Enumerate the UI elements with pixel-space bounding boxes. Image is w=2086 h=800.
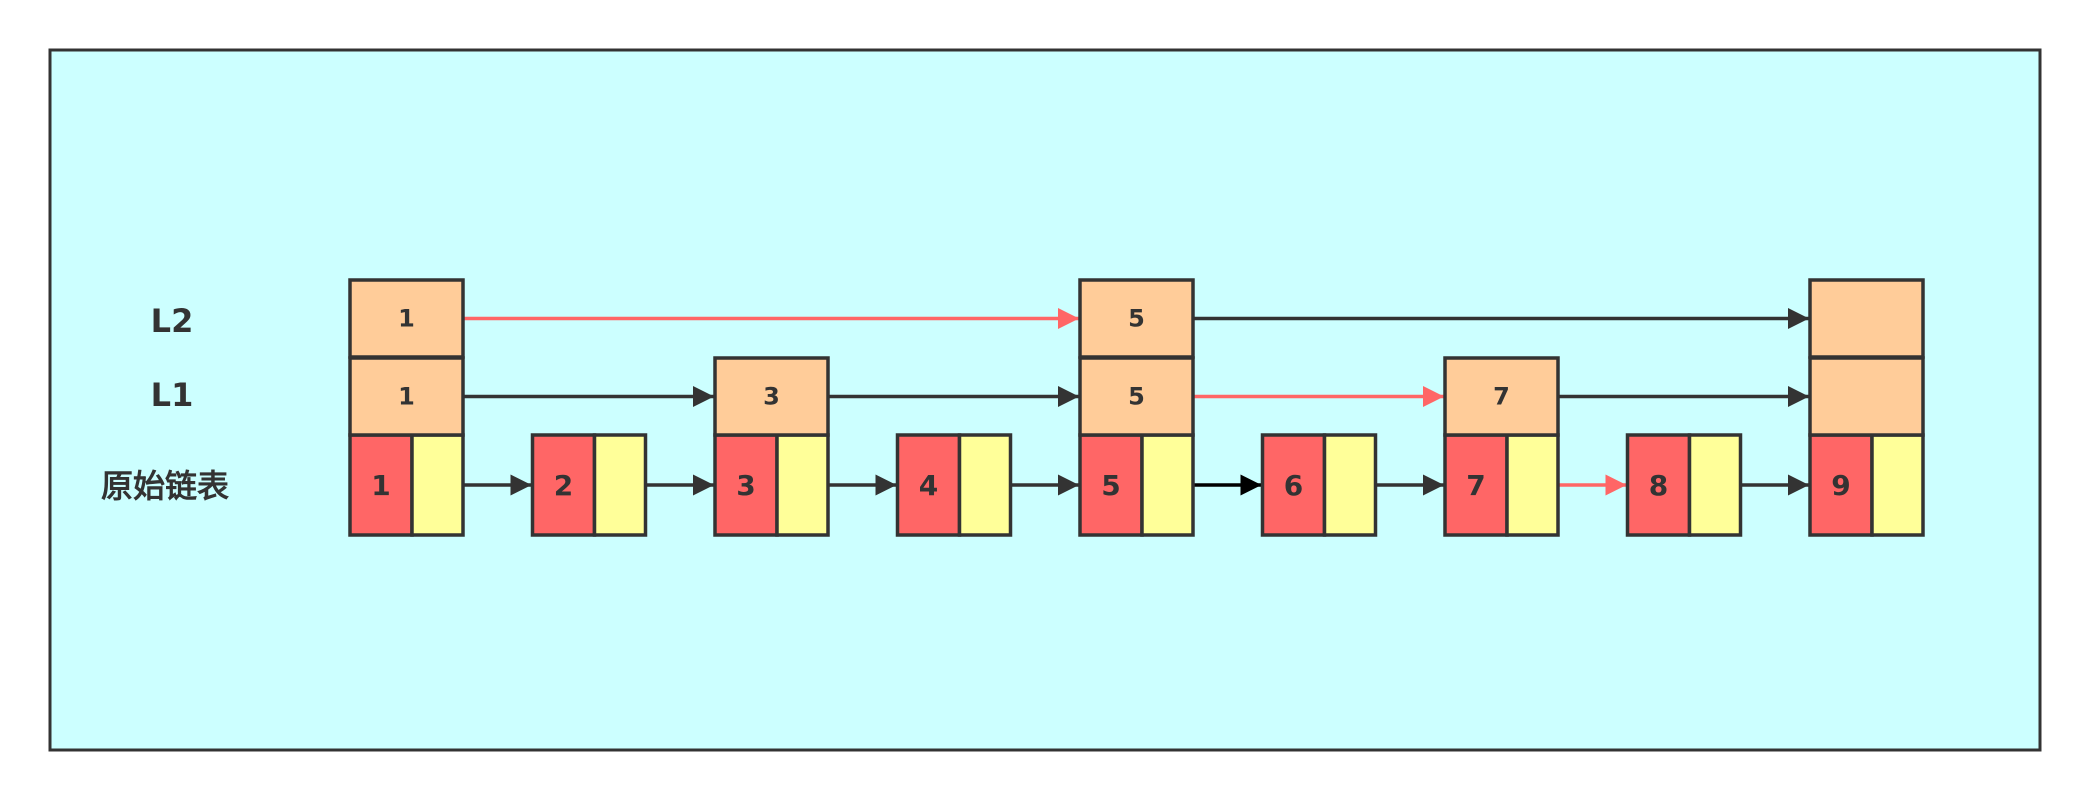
node-pointer-cell bbox=[1687, 433, 1743, 537]
node-pointer-cell bbox=[1505, 433, 1560, 537]
base-list-node: 8 bbox=[1625, 433, 1743, 537]
node-value-label: 3 bbox=[736, 469, 755, 502]
row-label-base-list: 原始链表 bbox=[101, 467, 229, 505]
level1-index-node: 7 bbox=[1443, 356, 1560, 437]
base-list-node: 6 bbox=[1260, 433, 1378, 537]
node-value-label: 7 bbox=[1466, 469, 1485, 502]
row-label-l1: L1 bbox=[151, 376, 194, 414]
index-node-label: 5 bbox=[1128, 383, 1145, 411]
index-node-box bbox=[1443, 356, 1560, 437]
node-value-label: 8 bbox=[1649, 469, 1668, 502]
node-value-label: 2 bbox=[554, 469, 573, 502]
index-node-box bbox=[1078, 278, 1195, 359]
index-node-box bbox=[348, 356, 465, 437]
row-label-l2: L2 bbox=[151, 302, 194, 340]
base-list-node: 2 bbox=[530, 433, 648, 537]
index-node-label: 7 bbox=[1493, 383, 1510, 411]
node-pointer-cell bbox=[1322, 433, 1378, 537]
index-node-box bbox=[1078, 356, 1195, 437]
node-value-cell bbox=[713, 433, 779, 537]
node-pointer-cell bbox=[775, 433, 830, 537]
node-value-label: 6 bbox=[1284, 469, 1303, 502]
level2-index-node bbox=[1808, 278, 1925, 359]
index-node-label: 5 bbox=[1128, 305, 1145, 333]
level1-index-node: 3 bbox=[713, 356, 830, 437]
node-value-cell bbox=[530, 433, 597, 537]
index-node-label: 1 bbox=[398, 383, 415, 411]
base-list-node: 9 bbox=[1808, 433, 1925, 537]
level1-index-node bbox=[1808, 356, 1925, 437]
node-value-cell bbox=[1625, 433, 1692, 537]
node-pointer-cell bbox=[1140, 433, 1195, 537]
index-node-box bbox=[1808, 356, 1925, 437]
level1-index-node: 5 bbox=[1078, 356, 1195, 437]
node-pointer-cell bbox=[957, 433, 1013, 537]
node-value-label: 5 bbox=[1101, 469, 1120, 502]
index-node-label: 1 bbox=[398, 305, 415, 333]
node-pointer-cell bbox=[410, 433, 465, 537]
node-pointer-cell bbox=[1870, 433, 1925, 537]
node-value-label: 9 bbox=[1831, 469, 1850, 502]
node-value-label: 4 bbox=[919, 469, 938, 502]
base-list-node: 5 bbox=[1078, 433, 1195, 537]
index-node-box bbox=[1808, 278, 1925, 359]
node-value-cell bbox=[1260, 433, 1327, 537]
node-value-label: 1 bbox=[371, 469, 390, 502]
links-layer bbox=[463, 308, 1809, 496]
level2-index-node: 5 bbox=[1078, 278, 1195, 359]
nodes-layer: 1 2 3 4 5 6 7 8 9 1 3 5 7 1 5 bbox=[348, 278, 1925, 537]
index-node-label: 3 bbox=[763, 383, 780, 411]
level2-index-node: 1 bbox=[348, 278, 465, 359]
base-list-node: 3 bbox=[713, 433, 830, 537]
node-value-cell bbox=[895, 433, 962, 537]
base-list-node: 4 bbox=[895, 433, 1013, 537]
base-list-node: 1 bbox=[348, 433, 465, 537]
base-list-node: 7 bbox=[1443, 433, 1560, 537]
node-pointer-cell bbox=[592, 433, 648, 537]
index-node-box bbox=[713, 356, 830, 437]
index-node-box bbox=[348, 278, 465, 359]
level1-index-node: 1 bbox=[348, 356, 465, 437]
